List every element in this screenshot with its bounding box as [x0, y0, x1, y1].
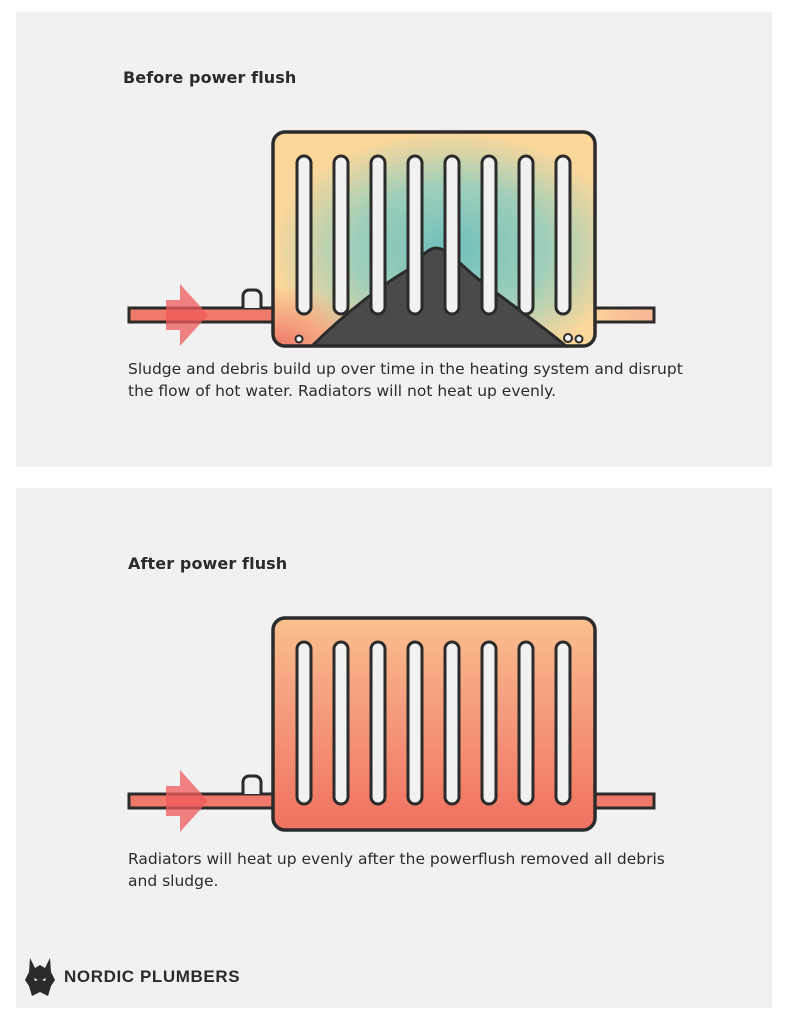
before-panel: Before power flush: [16, 12, 772, 467]
radiator-before: [271, 130, 597, 348]
brand-name: NORDIC PLUMBERS: [64, 967, 241, 986]
wolf-head-icon: [25, 958, 55, 996]
after-heading: After power flush: [128, 554, 288, 573]
after-caption: Radiators will heat up evenly after the …: [128, 850, 665, 890]
bleed-valve: [241, 774, 263, 794]
after-radiator-diagram: [127, 616, 656, 832]
flow-arrow: [166, 770, 208, 832]
radiator-after: [271, 616, 597, 832]
after-panel: After power flush: [16, 488, 772, 1008]
before-caption: Sludge and debris build up over time in …: [128, 360, 683, 400]
bleed-valve: [241, 288, 263, 308]
before-heading: Before power flush: [123, 68, 297, 87]
outlet-pipe: [592, 792, 656, 810]
flow-arrow: [166, 284, 208, 346]
outlet-pipe: [592, 306, 656, 324]
brand-logo: NORDIC PLUMBERS: [24, 954, 240, 1000]
before-radiator-diagram: [127, 130, 656, 348]
